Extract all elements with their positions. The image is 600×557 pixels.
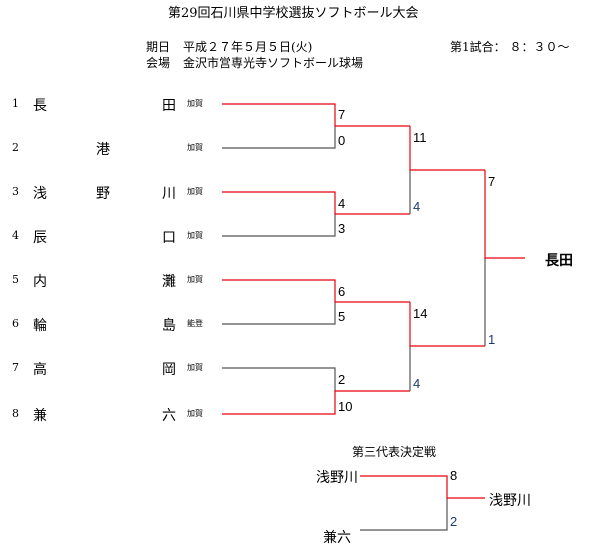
team-name-char: 輪 <box>33 318 47 334</box>
winner-line <box>484 170 525 259</box>
score: 4 <box>338 196 346 211</box>
score: 4 <box>413 199 421 214</box>
team-seed: 8 <box>12 407 19 420</box>
bracket-line <box>222 367 336 391</box>
team-region: 加賀 <box>187 409 203 418</box>
champion: 長田 <box>545 253 573 269</box>
third-place-title: 第三代表決定戦 <box>352 445 437 459</box>
score: 14 <box>413 306 428 321</box>
team-name-char: 港 <box>96 142 110 158</box>
team-seed: 5 <box>12 273 19 286</box>
team-name-char: 口 <box>162 230 176 246</box>
team-region: 能登 <box>187 319 203 328</box>
score: 5 <box>338 309 346 324</box>
winner-line <box>222 103 410 127</box>
winner-line <box>409 302 485 347</box>
score: 8 <box>450 468 458 483</box>
team-name-char: 灘 <box>162 274 176 290</box>
score: 7 <box>338 107 346 122</box>
team-region: 加賀 <box>187 363 203 372</box>
venue-value: 金沢市営専光寺ソフトボール球場 <box>183 56 364 70</box>
team-name-char: 長 <box>33 98 47 114</box>
team-name-char: 島 <box>162 318 176 334</box>
team-region: 加賀 <box>187 275 203 284</box>
team-seed: 4 <box>12 229 19 242</box>
team-seed: 6 <box>12 317 19 330</box>
team-seed: 3 <box>12 185 19 198</box>
team-name-char: 内 <box>33 274 47 290</box>
winner-line <box>222 390 410 415</box>
team-name-char: 兼 <box>33 408 47 424</box>
date-label: 期日 <box>146 40 171 54</box>
page-title: 第29回石川県中学校選抜ソフトボール大会 <box>168 6 419 21</box>
winner-line <box>360 475 485 499</box>
first-match-time: 第1試合： ８：３０～ <box>450 40 570 54</box>
score: 10 <box>338 399 353 414</box>
bracket-line <box>222 302 336 325</box>
team-name-char: 岡 <box>162 362 176 378</box>
team-name-char: 田 <box>162 98 176 114</box>
score: 3 <box>338 221 346 236</box>
team-seed: 7 <box>12 361 19 374</box>
bracket-line <box>360 498 448 531</box>
score: 11 <box>413 130 427 145</box>
score: 4 <box>413 376 421 391</box>
team-name-char: 高 <box>33 362 47 378</box>
team-name-char: 浅 <box>33 186 47 202</box>
team-name-char: 川 <box>162 186 176 202</box>
third-winner: 浅野川 <box>489 493 531 509</box>
bracket-line <box>222 214 336 237</box>
team-region: 加賀 <box>187 143 203 152</box>
team-name-char: 辰 <box>33 230 47 246</box>
date-value: 平成２７年５月５日(火) <box>183 40 313 54</box>
team-name-char: 六 <box>162 408 176 424</box>
team-region: 加賀 <box>187 187 203 196</box>
venue-label: 会場 <box>146 56 171 70</box>
third-team-1: 浅野川 <box>316 470 358 486</box>
winner-line <box>222 279 410 303</box>
score: 2 <box>450 514 458 529</box>
score: 0 <box>338 133 346 148</box>
score: 6 <box>338 284 346 299</box>
winner-line <box>222 191 410 215</box>
team-seed: 1 <box>12 97 19 110</box>
team-name-char: 野 <box>96 186 110 202</box>
score: 7 <box>488 174 496 189</box>
bracket-line <box>222 126 336 149</box>
third-team-2: 兼六 <box>323 530 351 546</box>
team-region: 加賀 <box>187 231 203 240</box>
winner-line <box>409 126 485 171</box>
score: 1 <box>488 332 496 347</box>
team-region: 加賀 <box>187 99 203 108</box>
team-seed: 2 <box>12 141 19 154</box>
score: 2 <box>338 372 346 387</box>
